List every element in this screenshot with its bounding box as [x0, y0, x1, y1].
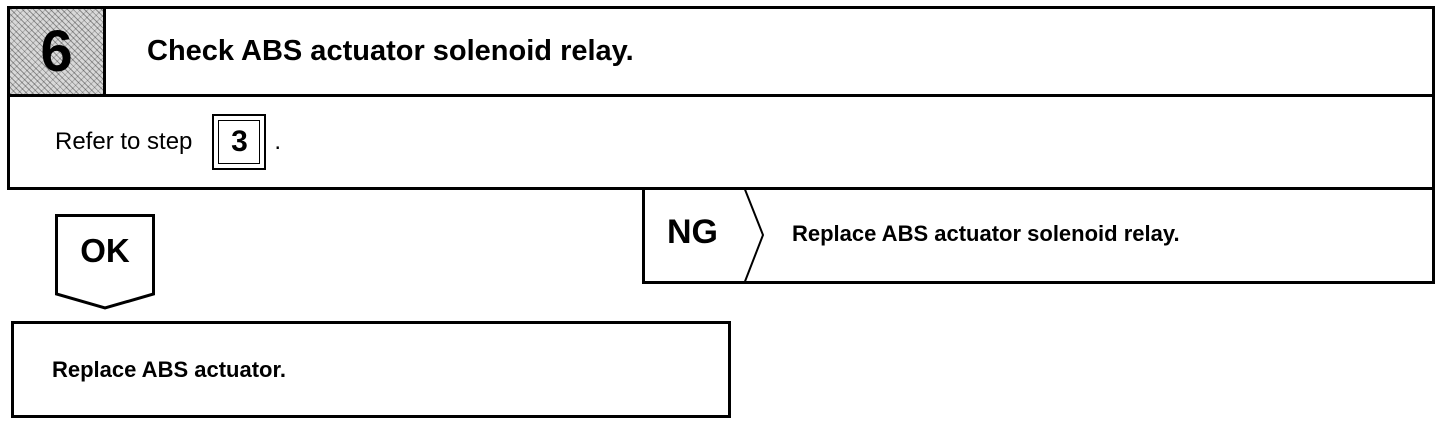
step-number: 6 [40, 18, 73, 84]
ok-arrow-shape [55, 214, 155, 310]
ok-label: OK [80, 232, 130, 269]
step-reference-number: 3 [231, 125, 248, 158]
step-box: 6 Check ABS actuator solenoid relay. Ref… [7, 6, 1435, 190]
step-number-cell: 6 [10, 9, 106, 94]
instruction-row: Refer to step 3 . [10, 97, 1432, 187]
ng-arrow-shape [743, 187, 765, 284]
ok-action-text: Replace ABS actuator. [52, 356, 286, 382]
ok-marker: OK [55, 214, 155, 310]
ok-action-box: Replace ABS actuator. [11, 321, 731, 418]
instruction-text: Refer to step [55, 128, 193, 155]
instruction-suffix: . [274, 128, 282, 155]
ng-action-text: Replace ABS actuator solenoid relay. [792, 221, 1180, 246]
step-reference-box: 3 [212, 114, 267, 170]
ng-branch-box: NG Replace ABS actuator solenoid relay. [642, 187, 1435, 284]
step-title: Check ABS actuator solenoid relay. [147, 35, 634, 67]
step-header: 6 Check ABS actuator solenoid relay. [10, 9, 1432, 97]
ng-label: NG [667, 213, 718, 251]
